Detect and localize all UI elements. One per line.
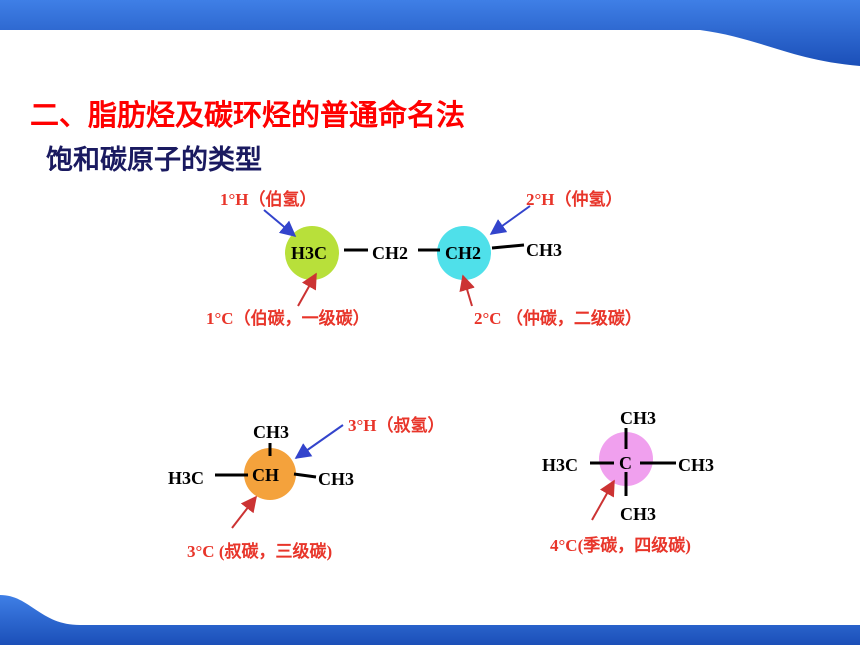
quaternary-c-arrow [591, 479, 615, 521]
tertiary-c-arrow [231, 495, 257, 529]
group-h3c: H3C [291, 243, 327, 263]
secondary-c-arrow [459, 274, 475, 307]
primary-h-arrow [263, 209, 297, 238]
tertiary-h-arrow [294, 424, 344, 459]
isobutane-molecule: CH3 H3C CH CH3 3°H（叔氢） 3°C (叔碳，三级碳) [168, 415, 445, 561]
group-ch3-bottom: CH3 [620, 504, 656, 524]
quaternary-c-label: 4°C(季碳，四级碳) [550, 535, 691, 555]
secondary-c-label: 2°C （仲碳，二级碳） [474, 308, 642, 328]
group-h3c: H3C [168, 468, 204, 488]
primary-c-arrow [297, 272, 317, 307]
tertiary-c-label: 3°C (叔碳，三级碳) [187, 541, 332, 561]
group-h3c: H3C [542, 455, 578, 475]
group-ch3: CH3 [526, 240, 562, 260]
primary-h-label: 1°H（伯氢） [220, 189, 317, 209]
group-c-center: C [619, 453, 632, 473]
neopentane-molecule: CH3 H3C C CH3 CH3 4°C(季碳，四级碳) [542, 408, 714, 555]
footer-bar [0, 595, 860, 645]
propane-molecule: H3C CH2 CH2 CH3 1°H（伯氢） 2°H（仲氢） 1°C（伯碳，一… [206, 189, 642, 328]
bond [491, 243, 525, 250]
primary-carbon-circle [285, 226, 339, 280]
group-ch3-right: CH3 [678, 455, 714, 475]
group-ch3-right: CH3 [318, 469, 354, 489]
quaternary-carbon-circle [599, 432, 653, 486]
group-ch2: CH2 [445, 243, 481, 263]
tertiary-h-label: 3°H（叔氢） [348, 415, 445, 435]
group-ch3-top: CH3 [253, 422, 289, 442]
group-ch-center: CH [252, 465, 279, 485]
secondary-h-label: 2°H（仲氢） [526, 189, 623, 209]
slide-subtitle: 饱和碳原子的类型 [46, 145, 262, 176]
header-bar [0, 0, 860, 66]
bond [293, 472, 317, 479]
slide-title: 二、脂肪烃及碳环烃的普通命名法 [30, 98, 466, 132]
group-ch3-top: CH3 [620, 408, 656, 428]
secondary-carbon-circle [437, 226, 491, 280]
secondary-h-arrow [489, 205, 531, 235]
group-ch2: CH2 [372, 243, 408, 263]
primary-c-label: 1°C（伯碳，一级碳） [206, 308, 370, 328]
tertiary-carbon-circle [244, 448, 296, 500]
